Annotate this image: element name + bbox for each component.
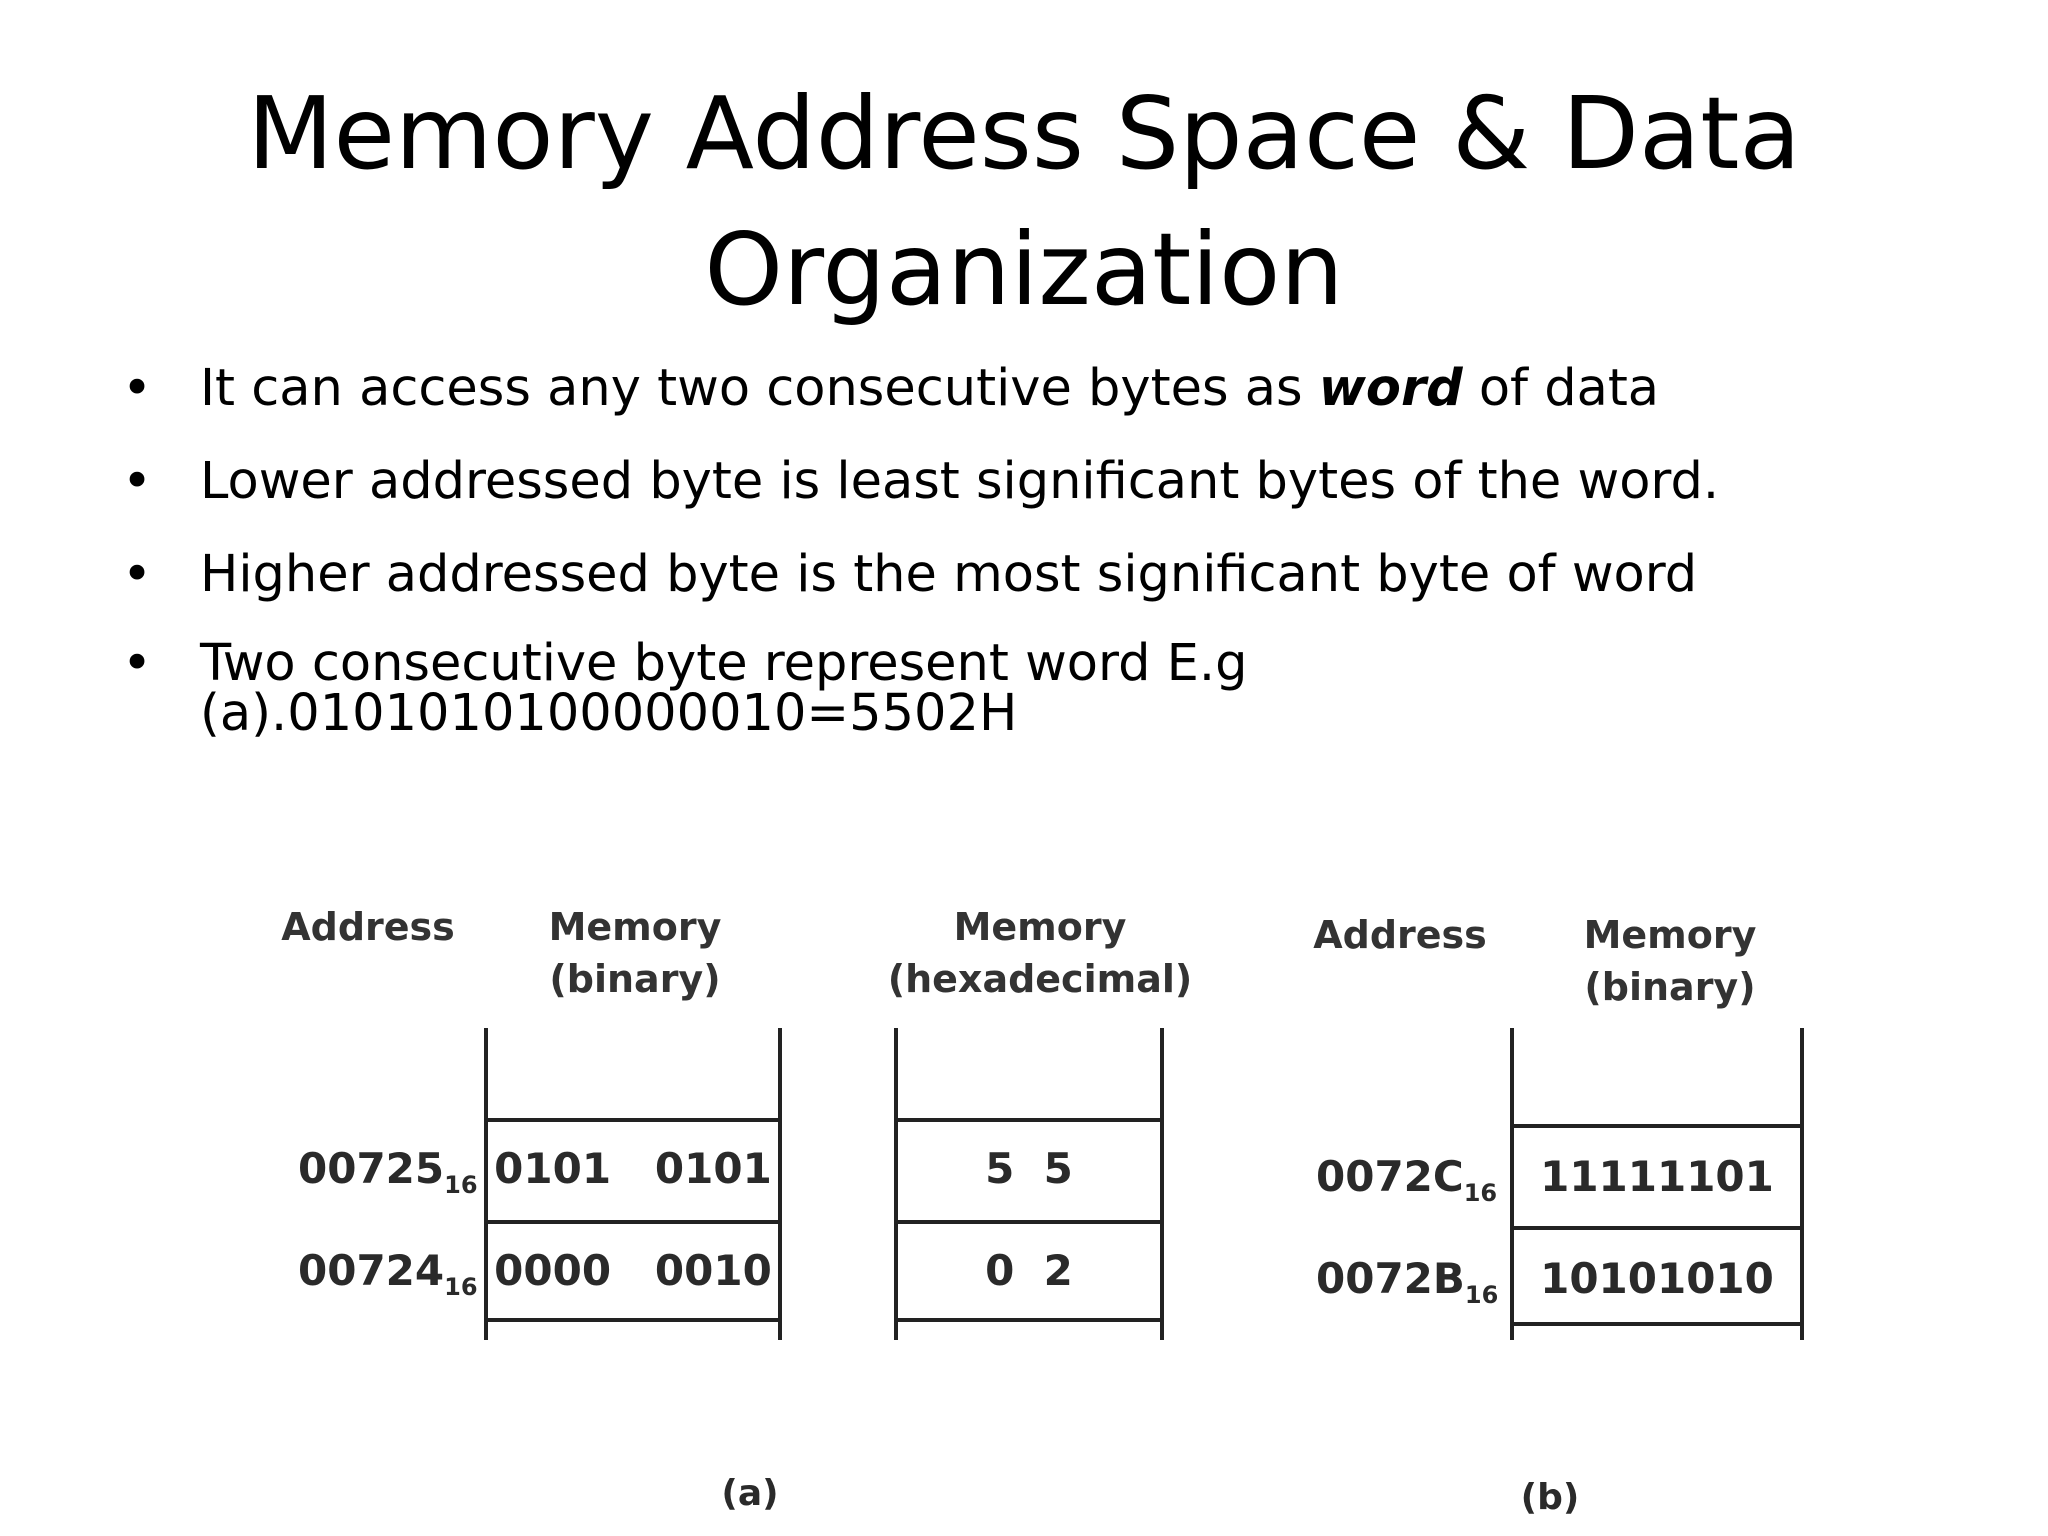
binary-row-divider-b [1510, 1124, 1804, 1128]
bullet-marker: • [122, 634, 153, 693]
binary-header-a-line-2: (binary) [549, 957, 721, 1001]
address-cell-b: 0072B16 [1316, 1254, 1498, 1320]
binary-column-right-border-b [1800, 1028, 1804, 1340]
bullet-item: • Higher addressed byte is the most sign… [122, 546, 1982, 604]
hex-memory-cell-a: 5 5 [985, 1144, 1073, 1193]
binary-memory-cell-a: 0101 0101 [494, 1144, 772, 1193]
hex-memory-cell-a: 0 2 [985, 1246, 1073, 1295]
bullet-text: Higher addressed byte is the most signif… [200, 545, 1698, 604]
bullet-text-line-1: Two consecutive byte represent word E.g [200, 634, 1248, 693]
binary-column-right-border-a [778, 1028, 782, 1340]
slide-title: Memory Address Space & Data Organization [0, 66, 2048, 338]
hex-column-right-border-a [1160, 1028, 1164, 1340]
figure-caption-b: (b) [1520, 1477, 1580, 1518]
bullet-emphasis: word [1318, 359, 1463, 418]
bullet-item: • It can access any two consecutive byte… [122, 360, 1982, 418]
address-base: 16 [444, 1171, 478, 1199]
binary-header-b-line-1: Memory [1583, 913, 1757, 957]
slide-title-line-1: Memory Address Space & Data [247, 75, 1801, 192]
hex-row-divider-a [894, 1318, 1164, 1322]
bullet-item: • Lower addressed byte is least signific… [122, 453, 1982, 511]
hex-row-divider-a [894, 1220, 1164, 1224]
binary-column-left-border-a [484, 1028, 488, 1340]
bullet-item: • Two consecutive byte represent word E.… [122, 634, 1982, 743]
bullet-text: It can access any two consecutive bytes … [200, 359, 1659, 418]
binary-memory-cell-a: 0000 0010 [494, 1246, 772, 1295]
figure-caption-a: (a) [721, 1473, 779, 1514]
bullet-marker: • [122, 452, 153, 511]
binary-memory-cell-b: 11111101 [1540, 1152, 1774, 1201]
hex-header-a-line-1: Memory [953, 905, 1127, 949]
binary-row-divider-b [1510, 1322, 1804, 1326]
bullet-text-before: It can access any two consecutive bytes … [200, 359, 1319, 418]
address-value: 0072C [1316, 1152, 1464, 1201]
hex-column-left-border-a [894, 1028, 898, 1340]
binary-row-divider-b [1510, 1226, 1804, 1230]
binary-row-divider-a [484, 1318, 782, 1322]
address-cell-a: 0072516 [298, 1144, 478, 1210]
binary-column-left-border-b [1510, 1028, 1514, 1340]
bullet-marker: • [122, 359, 153, 418]
address-cell-b: 0072C16 [1316, 1152, 1497, 1218]
address-header-b: Address [1313, 913, 1487, 957]
address-cell-a: 0072416 [298, 1246, 478, 1312]
binary-header-a-line-1: Memory [548, 905, 722, 949]
address-header-a: Address [281, 905, 455, 949]
bullet-marker: • [122, 545, 153, 604]
bullet-text: Lower addressed byte is least significan… [200, 452, 1720, 511]
binary-header-b-line-2: (binary) [1584, 965, 1756, 1009]
bullet-text-line-2: (a).0101010100000010=5502H [200, 684, 1018, 743]
memory-diagram: Address Memory (binary) Memory (hexadeci… [0, 860, 2048, 1536]
address-base: 16 [1464, 1281, 1499, 1309]
binary-row-divider-a [484, 1118, 782, 1122]
bullet-list: • It can access any two consecutive byte… [122, 360, 1982, 774]
binary-row-divider-a [484, 1220, 782, 1224]
bullet-text-after: of data [1462, 359, 1660, 418]
hex-row-divider-a [894, 1118, 1164, 1122]
address-value: 00725 [298, 1144, 445, 1193]
address-base: 16 [444, 1273, 478, 1301]
hex-header-a-line-2: (hexadecimal) [887, 957, 1193, 1001]
address-base: 16 [1463, 1179, 1498, 1207]
binary-memory-cell-b: 10101010 [1540, 1254, 1774, 1303]
slide-title-line-2: Organization [704, 211, 1344, 328]
address-value: 0072B [1316, 1254, 1465, 1303]
address-value: 00724 [298, 1246, 445, 1295]
